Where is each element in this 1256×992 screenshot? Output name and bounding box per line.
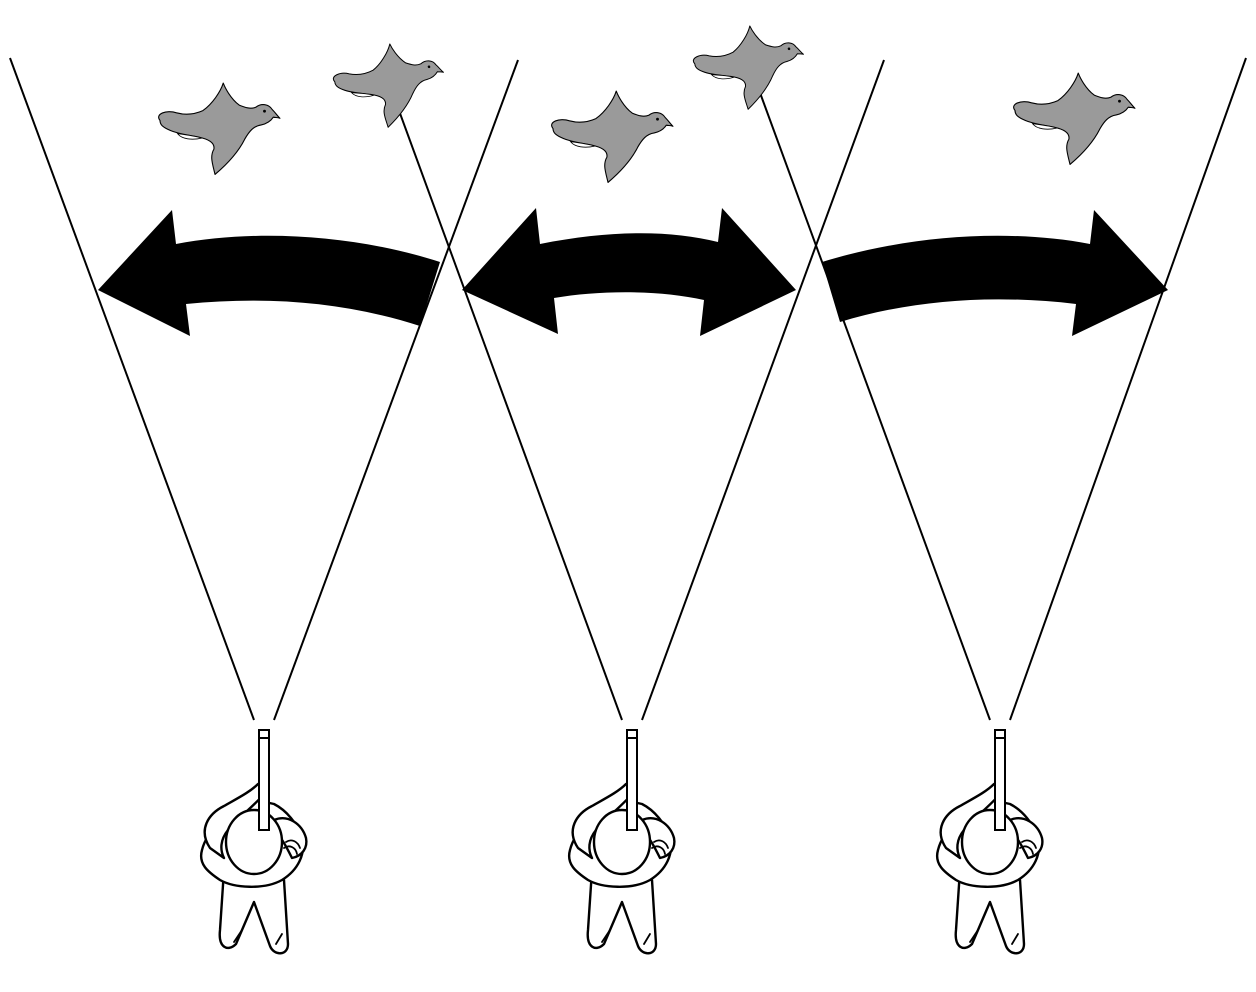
- ducks: [159, 22, 1135, 182]
- duck-1: [159, 83, 280, 174]
- duck-2: [331, 40, 447, 130]
- fov-line-hunter-2-left: [390, 86, 622, 720]
- hunter-3: [937, 730, 1042, 953]
- duck-5: [1014, 73, 1135, 164]
- swing-arrow-right: [822, 210, 1168, 336]
- duck-4: [691, 22, 807, 112]
- duck-3: [552, 91, 673, 182]
- swing-arrows: [98, 208, 1168, 336]
- hunter-2: [569, 730, 674, 953]
- fov-line-hunter-2-right: [642, 60, 884, 720]
- swing-arrow-both: [462, 208, 796, 336]
- fov-line-hunter-1-right: [274, 60, 518, 720]
- swing-arrow-left: [98, 210, 440, 336]
- hunters: [201, 730, 1042, 953]
- fov-line-hunter-3-left: [748, 60, 990, 720]
- fov-line-hunter-3-right: [1010, 58, 1246, 720]
- hunter-1: [201, 730, 306, 953]
